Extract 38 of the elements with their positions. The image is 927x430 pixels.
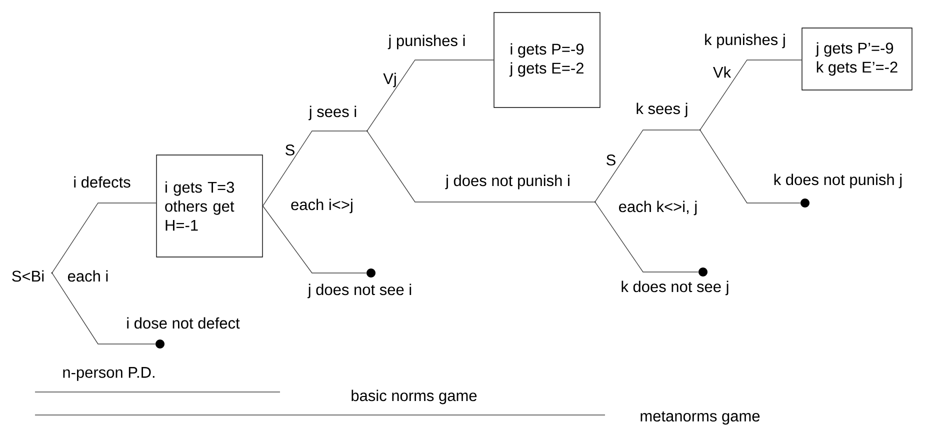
tree-branch	[52, 272, 156, 344]
tree-branch	[52, 202, 156, 274]
branch-label: Vk	[713, 66, 732, 78]
terminal-dot	[698, 268, 708, 276]
edge-label: j sees i	[308, 104, 358, 122]
edge-label: k punishes j	[703, 32, 787, 50]
tree-branch	[700, 60, 802, 130]
edge-label: j punishes i	[387, 34, 467, 50]
branch-label: S<Bi	[12, 270, 44, 282]
branch-label: each i	[68, 270, 108, 282]
branch-label: S	[286, 144, 294, 156]
edge-label: k does not see j	[620, 280, 730, 296]
game-label: n-person P.D.	[63, 367, 154, 381]
branch-label: Vj	[383, 72, 396, 88]
branch-label: each k<>i, j	[619, 200, 697, 216]
tree-branch	[594, 202, 699, 272]
terminal-dot	[156, 339, 164, 348]
edge-label: j does not see i	[306, 282, 414, 300]
tree-branch	[700, 130, 801, 204]
branch-label: S	[606, 154, 616, 166]
edge-label: i dose not defect	[125, 316, 241, 330]
edge-label: k does not punish j	[772, 172, 904, 190]
terminal-dot	[800, 198, 810, 208]
edge-label: k sees j	[634, 102, 690, 118]
game-label: metanorms game	[640, 411, 760, 425]
payoff-box: i gets P=-9 j gets E=-2	[494, 12, 600, 108]
tree-branch	[366, 60, 494, 132]
payoff-box: i gets T=3 others get H=-1	[156, 154, 263, 258]
tree-branch	[262, 130, 366, 206]
tree-branch	[262, 206, 367, 274]
terminal-dot	[366, 268, 376, 278]
game-label: basic norms game	[352, 390, 477, 404]
tree-branch	[366, 130, 594, 202]
tree-branch	[594, 130, 700, 202]
edge-label: i defects	[72, 175, 132, 189]
edge-label: j does not punish i	[444, 174, 572, 190]
branch-label: each i<>j	[291, 198, 352, 214]
payoff-box: j gets P’=-9 k gets E’=-2	[802, 28, 912, 90]
